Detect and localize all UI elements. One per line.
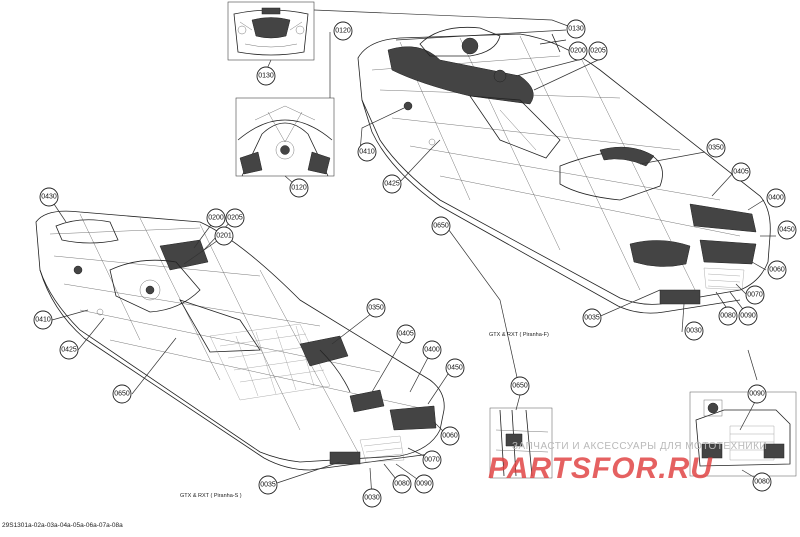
detail-rear-panel	[689, 391, 797, 477]
watermark-logo: PARTSFOR.RU	[488, 452, 713, 485]
callout-label: 0035	[260, 482, 276, 489]
callout-label: 0350	[368, 305, 384, 312]
callout-0410-lower: 0410	[33, 310, 53, 330]
watermark: ЗАПЧАСТИ И АКСЕССУАРЫ ДЛЯ МОТОТЕХНИКИ PA…	[488, 441, 767, 485]
callout-0130-inset: 0130	[256, 66, 276, 86]
upper-watercraft-drawing	[357, 27, 771, 314]
callout-0650-lower: 0650	[112, 384, 132, 404]
lower-model-caption: GTX & RXT ( Piranha-S )	[180, 493, 242, 499]
callout-0430-lower: 0430	[39, 187, 59, 207]
callout-label: 0120	[291, 185, 307, 192]
callout-0200-lower: 0200	[206, 208, 226, 228]
callout-0425-lower: 0425	[59, 340, 79, 360]
inset-0130-panel	[227, 1, 315, 61]
callout-label: 0030	[686, 328, 702, 335]
callout-label: 0070	[747, 292, 763, 299]
callout-label: 0080	[720, 313, 736, 320]
callout-0070-lower: 0070	[422, 450, 442, 470]
callout-label: 0430	[41, 194, 57, 201]
callout-label: 0400	[424, 347, 440, 354]
callout-0060-lower: 0060	[440, 426, 460, 446]
callout-label: 0200	[208, 215, 224, 222]
callout-0200-upper: 0200	[568, 41, 588, 61]
callout-0400-lower: 0400	[422, 340, 442, 360]
callout-label: 0060	[769, 267, 785, 274]
callout-0201-lower: 0201	[214, 226, 234, 246]
callout-0120-top: 0120	[333, 21, 353, 41]
lower-watercraft-drawing	[35, 210, 445, 471]
callout-label: 0425	[61, 347, 77, 354]
callout-label: 0200	[570, 48, 586, 55]
callout-0080-upper: 0080	[718, 306, 738, 326]
watermark-tagline: ЗАПЧАСТИ И АКСЕССУАРЫ ДЛЯ МОТОТЕХНИКИ	[512, 441, 767, 452]
callout-label: 0350	[708, 145, 724, 152]
callout-label: 0080	[754, 479, 770, 486]
callout-label: 0080	[394, 481, 410, 488]
callout-label: 0400	[768, 195, 784, 202]
callout-0450-upper: 0450	[777, 220, 797, 240]
callout-0205-upper: 0205	[588, 41, 608, 61]
callout-0650-upper: 0650	[431, 216, 451, 236]
callout-label: 0130	[258, 73, 274, 80]
callout-label: 0450	[779, 227, 795, 234]
callout-label: 0090	[740, 313, 756, 320]
callout-0410-upper: 0410	[357, 142, 377, 162]
callout-label: 0405	[398, 331, 414, 338]
callout-0090-upper: 0090	[738, 306, 758, 326]
callout-label: 0070	[424, 457, 440, 464]
callout-0035-upper: 0035	[582, 308, 602, 328]
callout-0090-lower: 0090	[414, 474, 434, 494]
callout-label: 0030	[364, 495, 380, 502]
callout-label: 0090	[416, 481, 432, 488]
callout-0030-upper: 0030	[684, 321, 704, 341]
callout-label: 0450	[447, 365, 463, 372]
callout-0060-upper: 0060	[767, 260, 787, 280]
inset-0120-panel	[235, 97, 335, 177]
callout-0080-lower: 0080	[392, 474, 412, 494]
callout-0035-lower: 0035	[258, 475, 278, 495]
callout-0120-inset: 0120	[289, 178, 309, 198]
callout-0030-lower: 0030	[362, 488, 382, 508]
callout-label: 0205	[590, 48, 606, 55]
callout-label: 0425	[384, 181, 400, 188]
callout-0425-upper: 0425	[382, 174, 402, 194]
callout-label: 0130	[568, 26, 584, 33]
detail-0650-panel	[489, 407, 553, 479]
upper-model-caption: GTX & RXT ( Piranha-F)	[489, 332, 549, 338]
callout-label: 0650	[433, 223, 449, 230]
callout-0090-detail: 0090	[747, 384, 767, 404]
callout-0350-lower: 0350	[366, 298, 386, 318]
callout-0450-lower: 0450	[445, 358, 465, 378]
callout-0070-upper: 0070	[745, 285, 765, 305]
callout-0400-upper: 0400	[766, 188, 786, 208]
callout-0405-lower: 0405	[396, 324, 416, 344]
callout-label: 0650	[114, 391, 130, 398]
callout-0130-main: 0130	[566, 19, 586, 39]
callout-label: 0201	[216, 233, 232, 240]
callout-0205-lower: 0205	[225, 208, 245, 228]
callout-label: 0650	[512, 383, 528, 390]
callout-label: 0060	[442, 433, 458, 440]
callout-label: 0205	[227, 215, 243, 222]
callout-0650-detail: 0650	[510, 376, 530, 396]
callout-label: 0035	[584, 315, 600, 322]
callout-label: 0405	[733, 169, 749, 176]
document-id: 29S1301a-02a-03a-04a-05a-06a-07a-08a	[2, 522, 123, 529]
callout-0350-upper: 0350	[706, 138, 726, 158]
callout-label: 0120	[335, 28, 351, 35]
callout-label: 0410	[359, 149, 375, 156]
callout-0080-detail: 0080	[752, 472, 772, 492]
callout-label: 0410	[35, 317, 51, 324]
callout-0405-upper: 0405	[731, 162, 751, 182]
callout-label: 0090	[749, 391, 765, 398]
